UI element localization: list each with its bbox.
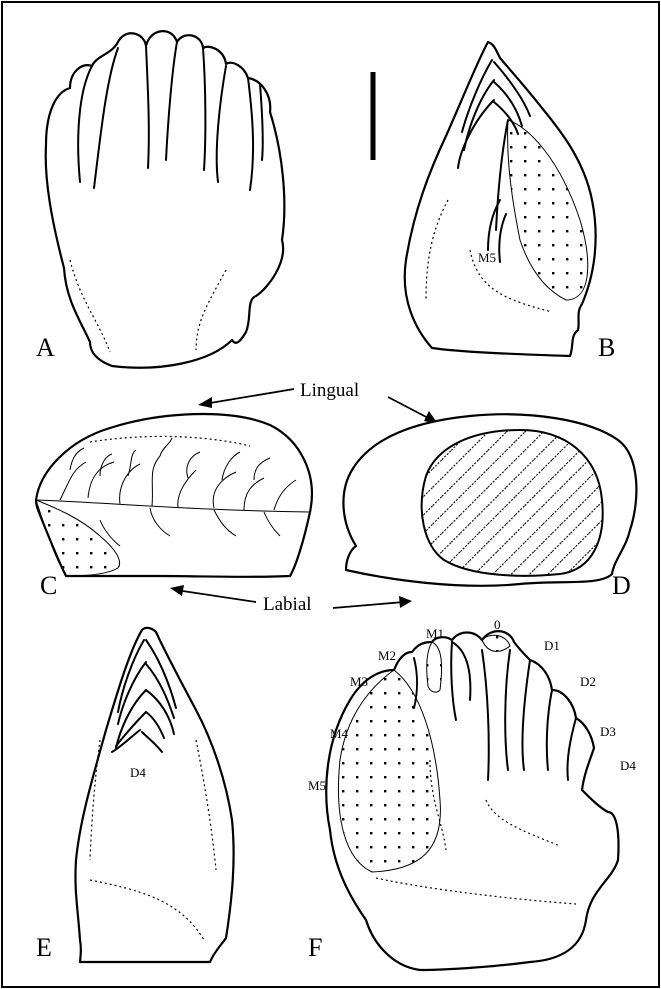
tooth-label-b-m5: M5: [478, 250, 496, 265]
labial-label: Labial: [263, 594, 312, 615]
panel-e-drawing: [75, 628, 233, 962]
panel-label-c: C: [40, 571, 57, 600]
lingual-arrowhead-left: [198, 397, 212, 408]
labial-arrow-right: [333, 602, 404, 608]
tooth-label-f-0: 0: [494, 617, 501, 632]
panel-d-drawing: [343, 414, 636, 586]
tooth-label-f-m1: M1: [426, 626, 444, 641]
panel-b-drawing: [405, 42, 596, 356]
tooth-label-f-m3: M3: [350, 674, 368, 689]
panel-c-drawing: [36, 414, 312, 577]
tooth-label-f-d1: D1: [544, 638, 560, 653]
labial-arrow-left: [176, 590, 256, 602]
tooth-label-f-d4: D4: [620, 758, 636, 773]
lingual-arrow-left: [204, 389, 294, 404]
panel-label-d: D: [612, 571, 631, 600]
panel-f-drawing: [326, 631, 618, 970]
tooth-label-f-m5: M5: [308, 778, 326, 793]
tooth-label-f-d2: D2: [580, 674, 596, 689]
panel-label-f: F: [308, 933, 322, 962]
panel-label-a: A: [36, 333, 55, 362]
tooth-label-e-d4: D4: [130, 765, 146, 780]
lingual-arrow-right: [388, 397, 432, 420]
labial-arrowhead-right: [399, 596, 412, 608]
tooth-label-f-m4: M4: [330, 726, 349, 741]
tooth-label-f-m2: M2: [378, 648, 396, 663]
panel-a-drawing: [46, 31, 285, 368]
labial-arrowhead-left: [170, 585, 184, 596]
tooth-label-f-d3: D3: [600, 724, 616, 739]
panel-label-e: E: [36, 933, 52, 962]
panel-label-b: B: [598, 333, 615, 362]
lingual-label: Lingual: [300, 380, 359, 401]
